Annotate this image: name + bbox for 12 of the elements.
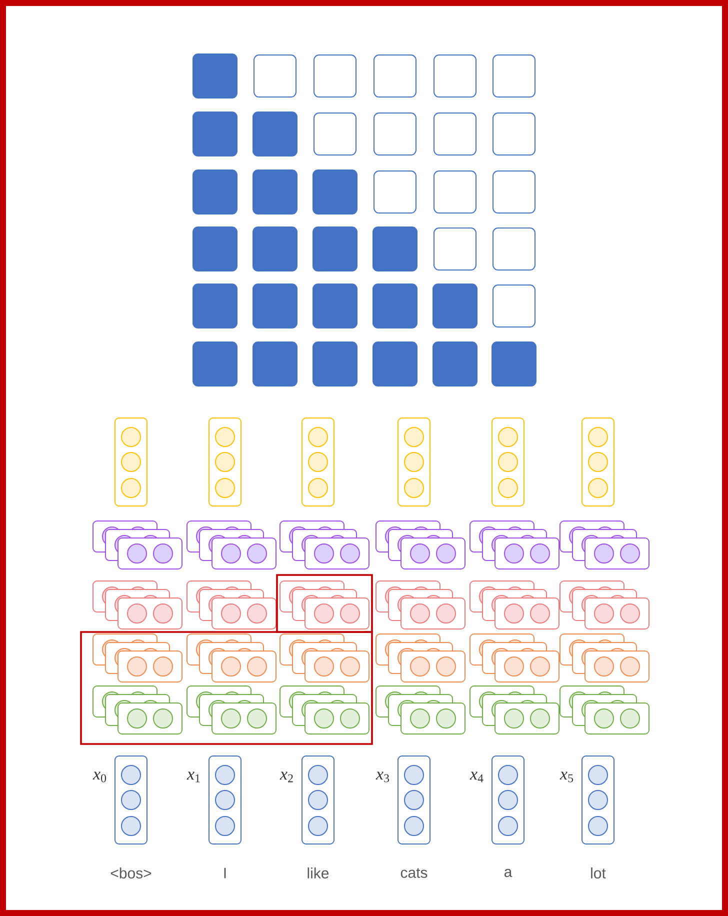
token-word: like xyxy=(308,868,329,878)
token-word: I xyxy=(224,868,226,878)
vector-label: x$_{0}$ xyxy=(92,772,106,782)
token-word: cats xyxy=(400,868,428,878)
vector-label: x$_{2}$ xyxy=(280,772,293,782)
token-word: a xyxy=(504,868,512,878)
vector-label: x$_{1}$ xyxy=(186,772,200,782)
vector-label: x$_{4}$ xyxy=(470,772,484,782)
token-word: lot xyxy=(591,868,606,878)
token-word: <bos> xyxy=(110,868,152,878)
vector-label: x$_{5}$ xyxy=(560,772,574,782)
vector-label: x$_{3}$ xyxy=(376,772,390,782)
